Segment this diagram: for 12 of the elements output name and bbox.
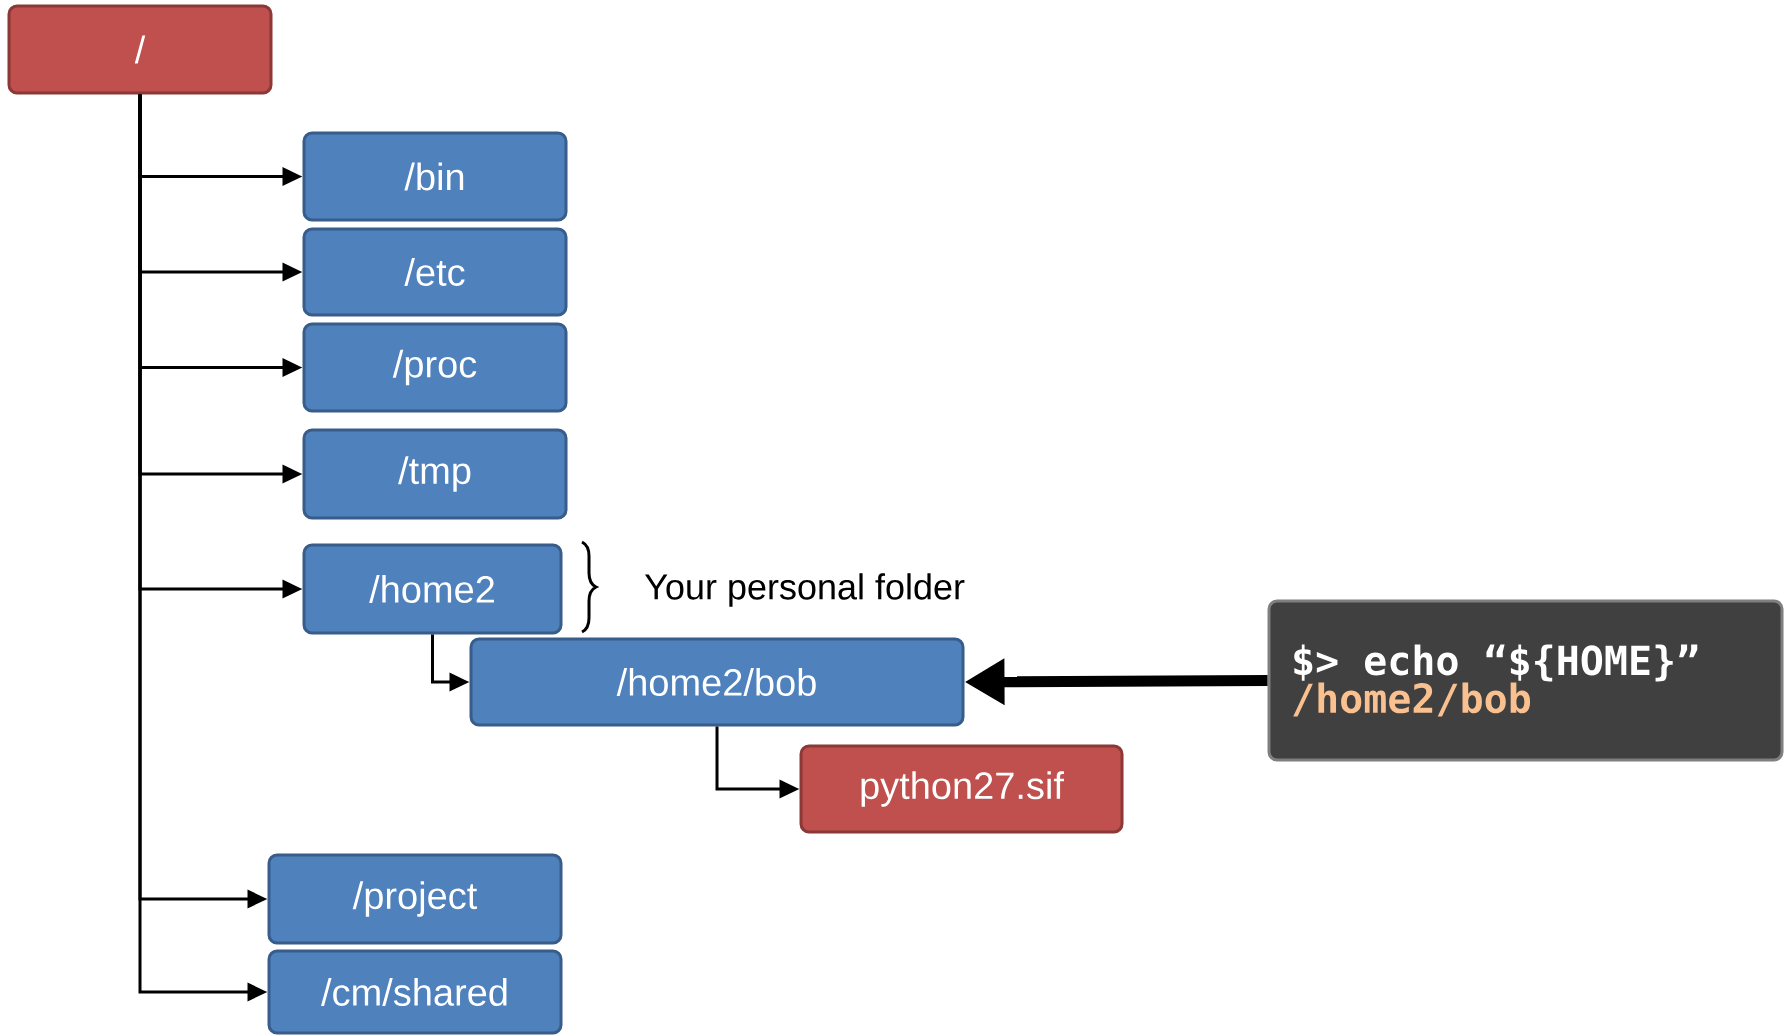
folder-box: / — [7, 4, 273, 95]
folder-box: /etc — [302, 227, 568, 317]
folder-box: /project — [267, 853, 563, 945]
folder-box: /proc — [302, 322, 568, 413]
folder-box: /tmp — [302, 428, 568, 520]
annotation-text: Your personal folder — [645, 573, 965, 607]
folder-box: /bin — [302, 131, 568, 222]
file-box: python27.sif — [799, 744, 1124, 834]
terminal-box: $> echo “${HOME}” /home2/bob — [1267, 599, 1784, 762]
folder-box: /home2 — [302, 543, 563, 635]
folder-box: /cm/shared — [267, 949, 563, 1035]
folder-box: /home2/bob — [469, 637, 965, 727]
